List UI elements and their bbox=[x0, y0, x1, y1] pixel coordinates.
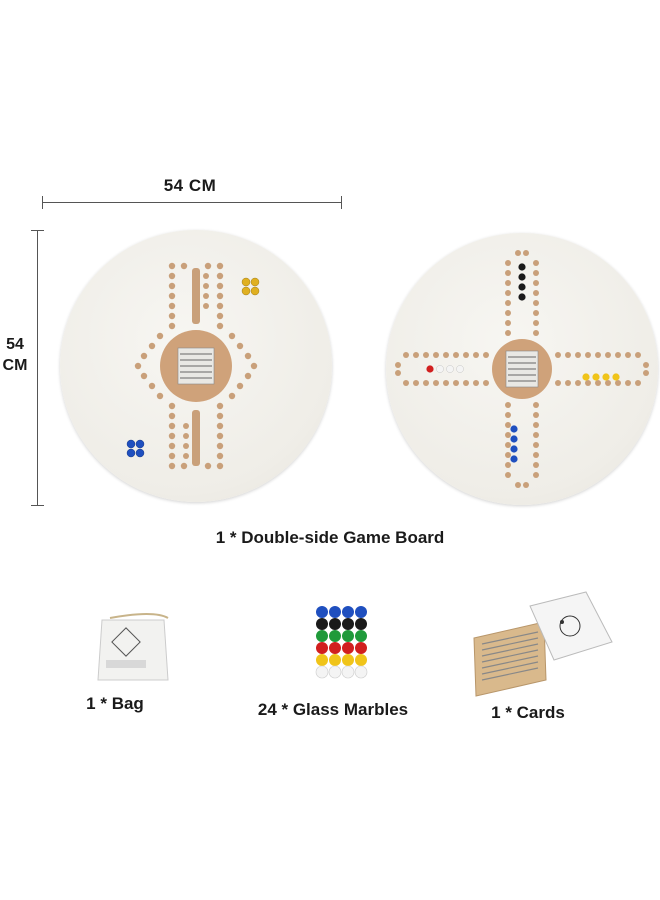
height-dimension-line bbox=[37, 230, 38, 506]
board-a-blue-marbles bbox=[126, 439, 145, 458]
bag-label bbox=[106, 660, 146, 668]
board-a-home-lane-bottom bbox=[192, 410, 200, 466]
glass-marbles-image bbox=[314, 604, 370, 682]
board-a-home-lane-top bbox=[192, 268, 200, 324]
board-side-a-drawing bbox=[126, 262, 260, 470]
board-b-card-deck bbox=[505, 350, 539, 388]
board-b-holes bbox=[395, 250, 649, 488]
game-board-side-a bbox=[60, 230, 332, 502]
width-dimension-cap-right bbox=[341, 196, 342, 209]
board-a-card-deck bbox=[177, 347, 215, 385]
cards-drawing bbox=[473, 591, 613, 697]
height-dimension-cap-bottom bbox=[31, 505, 44, 506]
board-b-blue-marbles bbox=[510, 425, 518, 463]
cards-caption: 1 * Cards bbox=[491, 703, 565, 722]
board-a-yellow-marbles bbox=[241, 277, 260, 296]
board-b-black-marbles bbox=[518, 263, 526, 301]
marbles-caption: 24 * Glass Marbles bbox=[257, 700, 409, 719]
width-dimension-cap-left bbox=[42, 196, 43, 209]
height-dimension-cap-top bbox=[31, 230, 44, 231]
bag-drawstring bbox=[109, 613, 169, 619]
bag-drawing bbox=[97, 613, 169, 681]
height-dimension-value: 54 bbox=[6, 336, 24, 353]
board-side-b-drawing bbox=[395, 250, 649, 488]
marbles-row-green bbox=[316, 630, 367, 642]
cards-deck-image bbox=[466, 588, 616, 698]
card-symbol-icon bbox=[559, 615, 581, 637]
marbles-row-yellow bbox=[316, 654, 367, 666]
height-dimension-unit: CM bbox=[2, 357, 28, 374]
card-stack bbox=[481, 631, 539, 681]
bag-logo-icon bbox=[111, 627, 141, 657]
height-dimension-label: 54 CM bbox=[0, 334, 30, 376]
marbles-row-black bbox=[316, 618, 367, 630]
game-board-side-b bbox=[386, 233, 658, 505]
board-a-holes bbox=[134, 262, 258, 470]
board-b-red-white-marbles bbox=[426, 365, 464, 373]
board-b-yellow-marbles bbox=[582, 373, 620, 381]
marbles-row-white bbox=[315, 665, 368, 679]
bag-body bbox=[97, 619, 169, 681]
drawstring-bag-image bbox=[76, 604, 186, 684]
card-top bbox=[529, 591, 613, 661]
bag-caption: 1 * Bag bbox=[86, 694, 144, 713]
marbles-row-red bbox=[316, 642, 367, 654]
marbles-row-blue bbox=[316, 606, 367, 618]
width-dimension-line bbox=[42, 202, 342, 203]
card-symbol-dot-icon bbox=[560, 620, 564, 624]
width-dimension-label: 54 CM bbox=[163, 176, 217, 195]
marbles-drawing bbox=[315, 606, 368, 679]
board-caption: 1 * Double-side Game Board bbox=[215, 528, 445, 547]
